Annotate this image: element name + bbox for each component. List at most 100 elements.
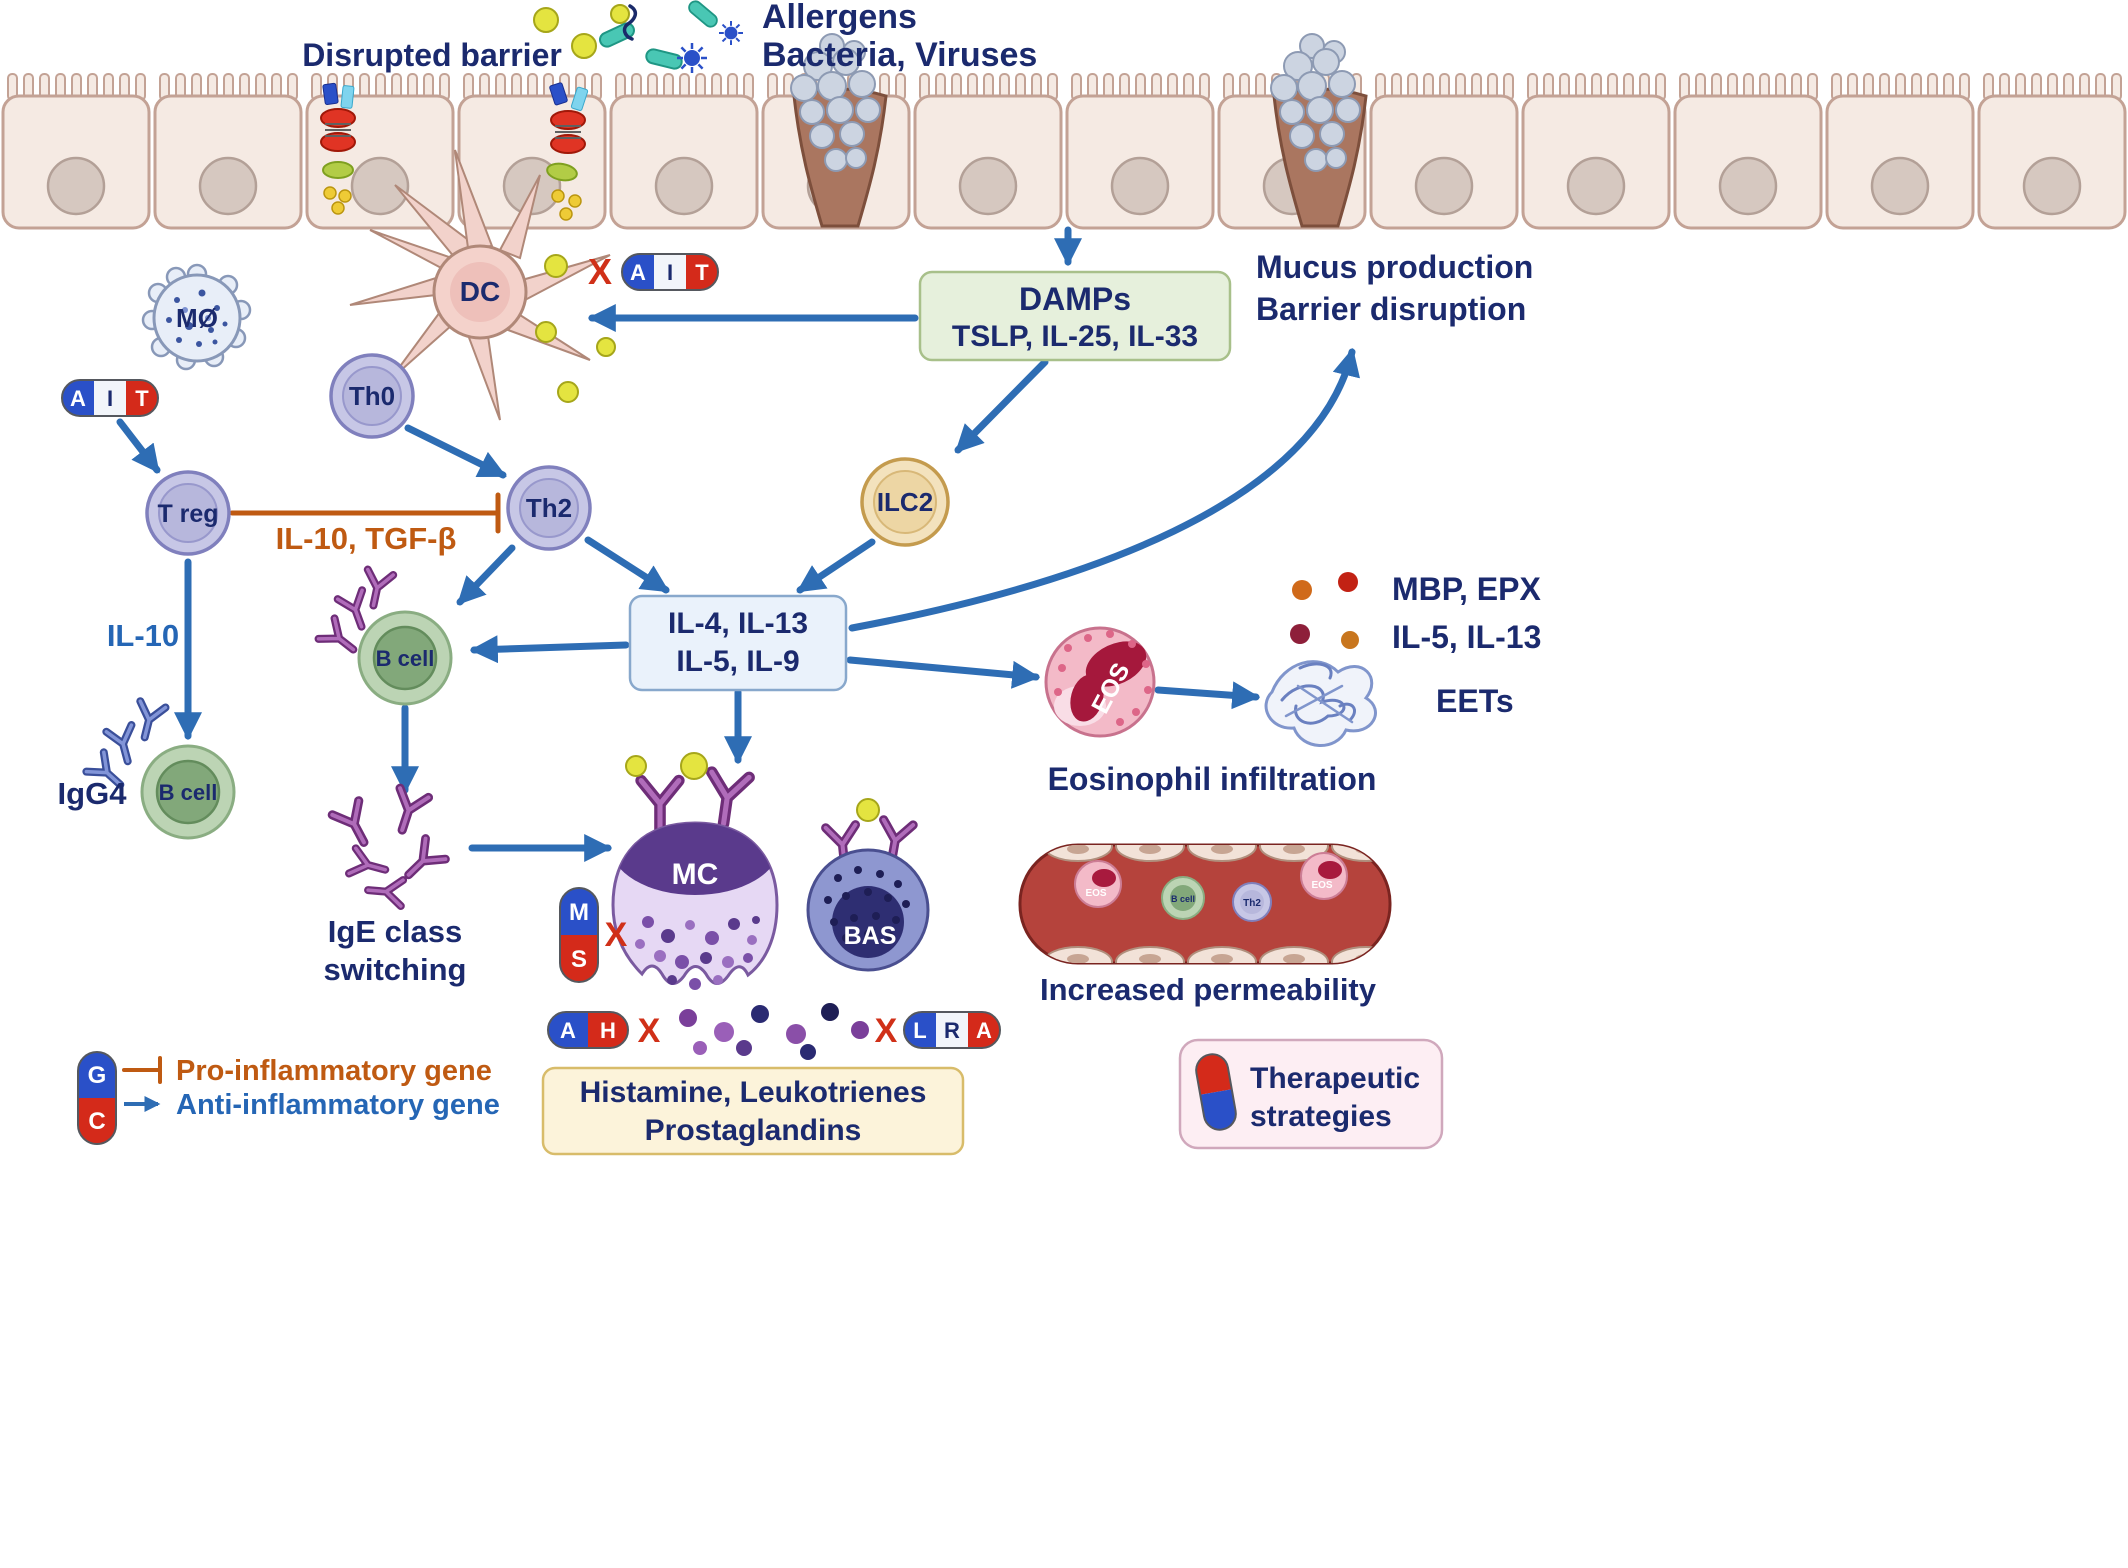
ait-pill-2: X A I T (588, 251, 719, 292)
allergen-icon (596, 337, 616, 357)
arrow-th2-to-bcell (456, 544, 516, 606)
therapeutic-line1: Therapeutic (1250, 1062, 1420, 1095)
vessel-eosinophil: EOS (1074, 860, 1122, 908)
arrow-ait-to-treg (116, 418, 161, 474)
ait2-letter-i: I (667, 260, 673, 285)
allergen-icon (610, 4, 630, 24)
treg-label: T reg (157, 500, 218, 528)
epithelial-cell (1825, 72, 1975, 230)
arrow-damps-to-ilc2 (954, 358, 1049, 454)
disrupted-barrier-label: Disrupted barrier (302, 37, 562, 73)
histamine-line1: Histamine, Leukotrienes (580, 1076, 927, 1109)
vessel-th2-cell: Th2 (1232, 882, 1272, 922)
arrow-eos-to-eets (1154, 681, 1261, 710)
b-cell: B cell (319, 570, 453, 706)
allergens-label-2: Bacteria, Viruses (762, 36, 1037, 74)
lra-letter-l: L (913, 1018, 926, 1043)
histamine-line2: Prostaglandins (645, 1114, 862, 1147)
ige-class-label-1: IgE class (328, 914, 462, 949)
vessel-th2-label: Th2 (1243, 898, 1261, 909)
blood-vessel: EOS B cell Th2 EOS (1018, 843, 1392, 965)
lra-letter-a: A (976, 1018, 992, 1043)
allergen-icon (856, 798, 880, 822)
ige-antibody-icon (349, 848, 389, 882)
mbp-label-1: MBP, EPX (1392, 571, 1541, 607)
epithelial-cell (1, 72, 151, 230)
antibody-icon (338, 590, 374, 631)
x-mark-ms: X (605, 916, 628, 954)
increased-permeability-label: Increased permeability (1040, 972, 1377, 1007)
mbp-label-2: IL-5, IL-13 (1392, 619, 1541, 655)
mediator-dots (679, 1003, 869, 1060)
ms-pill: M S X (559, 887, 628, 983)
ige-class-label-2: switching (324, 952, 467, 987)
igg4-antibody-icon (106, 725, 140, 765)
bacterium-icon (596, 20, 638, 50)
x-mark-lra: X (875, 1012, 898, 1050)
antibody-icon (319, 618, 362, 659)
damps-title: DAMPs (1019, 281, 1131, 317)
allergens-label-1: Allergens (762, 0, 917, 36)
ait-letter-a: A (70, 386, 86, 411)
arrow-ilc2-to-ilbox (796, 538, 876, 594)
allergen-icons (533, 0, 745, 75)
ah-pill: A H X (547, 1011, 661, 1050)
ait-letter-t: T (135, 386, 149, 411)
epithelial-cell (1673, 72, 1823, 230)
tight-junction-intact (320, 82, 356, 215)
arrow-th0-to-th2 (404, 424, 507, 479)
allergen-icon (625, 755, 647, 777)
gc-pill: G C (77, 1051, 117, 1145)
legend-pro-label: Pro-inflammatory gene (176, 1055, 492, 1087)
mucus-label-1: Mucus production (1256, 249, 1533, 285)
arrow-ilbox-to-mucus (848, 347, 1360, 632)
therapeutic-pill-icon (1193, 1051, 1239, 1133)
th0-label: Th0 (349, 381, 395, 411)
ms-letter-m: M (569, 899, 589, 926)
vessel-eos-label: EOS (1311, 880, 1332, 891)
ige-antibody-icon (388, 788, 429, 834)
il10-tgfb-label: IL-10, TGF-β (276, 521, 457, 556)
igg4-antibody-icon (132, 701, 165, 740)
eosinophil-infiltration-label: Eosinophil infiltration (1048, 761, 1377, 797)
allergen-icon (535, 321, 557, 343)
th2-cell: Th2 (506, 465, 592, 551)
ait2-letter-a: A (630, 260, 646, 285)
mast-cell: MC (611, 752, 779, 990)
basophil-cell: BAS (806, 798, 930, 972)
legend-inhibition-line (122, 1056, 162, 1084)
treg-cell: T reg (145, 470, 231, 556)
bas-label: BAS (844, 922, 897, 950)
epithelial-cell (913, 72, 1063, 230)
arrow-ilbox-to-eos (846, 656, 1041, 689)
arrows (116, 226, 1360, 862)
igg4-b-cell-label: B cell (159, 780, 218, 805)
eets-trap (1264, 660, 1377, 747)
epithelial-cell (609, 72, 759, 230)
histamine-box: Histamine, Leukotrienes Prostaglandins (541, 1066, 965, 1156)
macrophage-cell: MØ (141, 263, 252, 371)
interleukin-box: IL-4, IL-13 IL-5, IL-9 (628, 594, 848, 692)
epithelial-cell (1521, 72, 1671, 230)
epithelial-cell (1065, 72, 1215, 230)
th0-cell: Th0 (329, 353, 415, 439)
damps-box: DAMPs TSLP, IL-25, IL-33 (918, 270, 1232, 362)
vessel-eos-label: EOS (1085, 888, 1106, 899)
macrophage-label: MØ (176, 303, 218, 333)
therapeutic-box: Therapeutic strategies (1178, 1038, 1444, 1150)
arrow-ilbox-to-bcell (469, 635, 630, 664)
therapeutic-line2: strategies (1250, 1100, 1392, 1133)
damps-cytokines: TSLP, IL-25, IL-33 (952, 320, 1198, 353)
ah-letter-a: A (560, 1018, 576, 1043)
mucus-label-2: Barrier disruption (1256, 291, 1526, 327)
virus-icon (717, 19, 745, 47)
ige-receptor-icon (705, 772, 749, 826)
ige-antibody-icon (367, 877, 403, 906)
gc-letter-c: C (88, 1108, 105, 1135)
igg4-b-cell: B cell IgG4 (58, 701, 236, 840)
ait-letter-i: I (107, 386, 113, 411)
b-cell-label: B cell (376, 646, 435, 671)
bacterium-icon (685, 0, 721, 31)
vessel-eosinophil-2: EOS (1300, 852, 1348, 900)
